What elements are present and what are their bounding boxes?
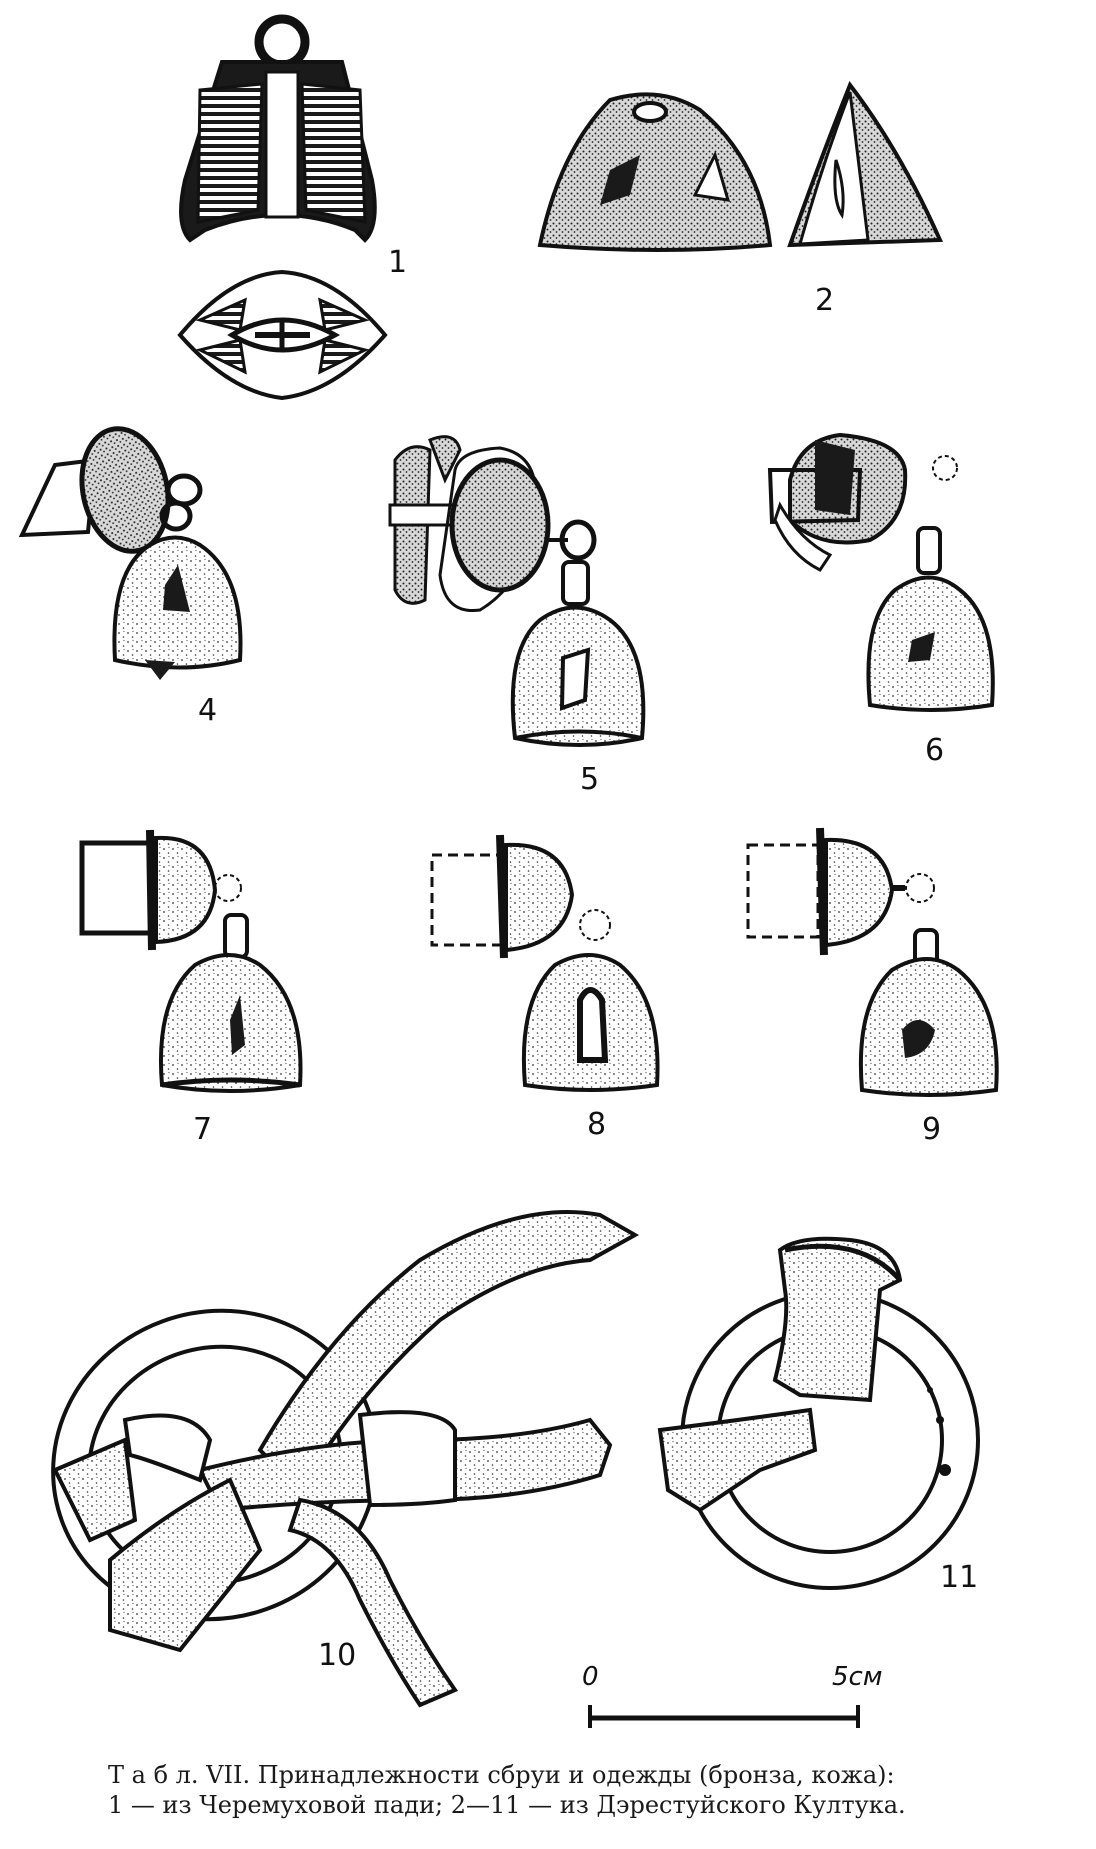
figure-number-5: 5 bbox=[580, 762, 600, 797]
artifact-4-bell-with-buckle bbox=[18, 426, 243, 680]
scale-bar-start-label: 0 bbox=[582, 1662, 599, 1692]
figure-number-8: 8 bbox=[587, 1107, 607, 1142]
figure-number-10: 10 bbox=[318, 1638, 357, 1673]
artifact-11-ring-with-straps bbox=[657, 1236, 980, 1590]
artifact-8-bell-with-buckle bbox=[430, 834, 660, 1092]
artifact-6-bell-with-fitting bbox=[767, 432, 995, 712]
artifact-10-ring-with-straps bbox=[51, 1210, 640, 1708]
artifact-2-bell-side bbox=[787, 80, 944, 248]
caption-line-1: Т а б л. VII. Принадлежности сбруи и оде… bbox=[108, 1761, 895, 1789]
artifact-1-bottom-view bbox=[177, 269, 388, 401]
artifact-5-bell-with-leather bbox=[388, 435, 646, 747]
figure-number-7: 7 bbox=[193, 1112, 213, 1147]
plate-caption: Т а б л. VII. Принадлежности сбруи и оде… bbox=[108, 1760, 1008, 1820]
artifact-1-bell bbox=[179, 14, 377, 243]
figure-number-6: 6 bbox=[925, 733, 945, 768]
figure-number-11: 11 bbox=[940, 1560, 979, 1595]
caption-line-2: 1 — из Черемуховой пади; 2—11 — из Дэрес… bbox=[108, 1791, 906, 1819]
scale-bar bbox=[588, 1705, 860, 1728]
artifact-9-bell-with-buckle bbox=[746, 827, 999, 1097]
figure-number-4: 4 bbox=[198, 693, 218, 728]
figure-number-2: 2 bbox=[815, 283, 835, 318]
figure-number-1: 1 bbox=[388, 245, 408, 280]
artifact-7-bell-with-buckle bbox=[79, 829, 303, 1093]
scale-bar-end-label: 5см bbox=[832, 1662, 883, 1692]
figure-number-9: 9 bbox=[922, 1112, 942, 1147]
artifact-2-bell-front bbox=[537, 92, 773, 252]
